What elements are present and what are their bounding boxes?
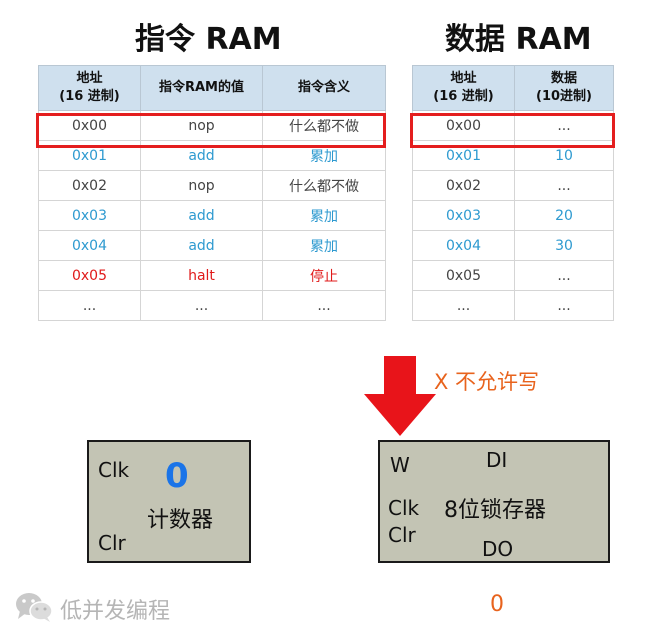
instr-meaning: 什么都不做 <box>262 110 386 141</box>
instr-address: 0x04 <box>38 230 141 261</box>
instr-meaning: 累加 <box>262 230 386 261</box>
data-address: 0x04 <box>412 230 515 261</box>
instr-meaning: 什么都不做 <box>262 170 386 201</box>
instr-address: 0x05 <box>38 260 141 291</box>
instr-header-address: 地址 (16 进制) <box>38 65 141 111</box>
instr-address: 0x02 <box>38 170 141 201</box>
no-write-note: X 不允许写 <box>434 370 540 394</box>
instr-meaning: 停止 <box>262 260 386 291</box>
instr-value: halt <box>140 260 263 291</box>
instr-address: 0x00 <box>38 110 141 141</box>
table-row: 0x04 add 累加 <box>38 230 386 261</box>
table-row: ... ... ... <box>38 290 386 321</box>
instr-meaning: ... <box>262 290 386 321</box>
table-row: 0x01 add 累加 <box>38 140 386 171</box>
data-value: ... <box>514 110 614 141</box>
data-value: ... <box>514 170 614 201</box>
data-header-address: 地址 (16 进制) <box>412 65 515 111</box>
table-row: 0x03 add 累加 <box>38 200 386 231</box>
table-row: 0x03 20 <box>412 200 614 231</box>
data-address: 0x03 <box>412 200 515 231</box>
counter-name: 计数器 <box>147 508 214 533</box>
data-value: 30 <box>514 230 614 261</box>
instr-value: ... <box>140 290 263 321</box>
table-row: 0x00 ... <box>412 110 614 141</box>
latch-name: 8位锁存器 <box>444 498 546 523</box>
table-row: 0x02 nop 什么都不做 <box>38 170 386 201</box>
instr-ram-header-row: 地址 (16 进制) 指令RAM的值 指令含义 <box>38 65 386 111</box>
instr-address: 0x01 <box>38 140 141 171</box>
data-address: ... <box>412 290 515 321</box>
data-address: 0x02 <box>412 170 515 201</box>
latch-box: W DI Clk 8位锁存器 Clr DO <box>378 440 610 563</box>
wechat-icon <box>16 593 53 622</box>
data-ram-table: 地址 (16 进制) 数据 (10进制) 0x00 ... 0x01 10 0x… <box>412 65 614 321</box>
data-value: 10 <box>514 140 614 171</box>
data-address: 0x01 <box>412 140 515 171</box>
instr-meaning: 累加 <box>262 140 386 171</box>
table-row: 0x05 ... <box>412 260 614 291</box>
instr-address: 0x03 <box>38 200 141 231</box>
data-value: ... <box>514 260 614 291</box>
counter-clk-label: Clk <box>98 458 130 482</box>
data-ram-title: 数据 RAM <box>445 22 592 57</box>
down-arrow-icon <box>364 356 436 436</box>
instr-header-meaning: 指令含义 <box>262 65 386 111</box>
latch-di-label: DI <box>486 448 508 472</box>
data-ram-header-row: 地址 (16 进制) 数据 (10进制) <box>412 65 614 111</box>
table-row: 0x01 10 <box>412 140 614 171</box>
counter-box: Clk 0 计数器 Clr <box>87 440 251 563</box>
instr-value: nop <box>140 110 263 141</box>
latch-do-label: DO <box>482 537 514 561</box>
instr-address: ... <box>38 290 141 321</box>
data-value: ... <box>514 290 614 321</box>
instr-meaning: 累加 <box>262 200 386 231</box>
table-row: 0x00 nop 什么都不做 <box>38 110 386 141</box>
instr-value: nop <box>140 170 263 201</box>
instr-header-value: 指令RAM的值 <box>140 65 263 111</box>
instr-ram-title: 指令 RAM <box>135 22 282 57</box>
latch-clk-label: Clk <box>388 496 420 520</box>
instr-value: add <box>140 200 263 231</box>
table-row: ... ... <box>412 290 614 321</box>
data-address: 0x00 <box>412 110 515 141</box>
counter-clr-label: Clr <box>98 531 126 555</box>
table-row: 0x02 ... <box>412 170 614 201</box>
instr-ram-table: 地址 (16 进制) 指令RAM的值 指令含义 0x00 nop 什么都不做 0… <box>38 65 386 321</box>
instr-value: add <box>140 140 263 171</box>
data-header-value: 数据 (10进制) <box>514 65 614 111</box>
data-address: 0x05 <box>412 260 515 291</box>
instr-value: add <box>140 230 263 261</box>
latch-w-label: W <box>390 453 410 477</box>
table-row: 0x04 30 <box>412 230 614 261</box>
latch-output-value: 0 <box>490 592 504 617</box>
counter-value: 0 <box>165 456 189 496</box>
watermark-text: 低并发编程 <box>60 599 171 624</box>
data-value: 20 <box>514 200 614 231</box>
latch-clr-label: Clr <box>388 523 416 547</box>
table-row: 0x05 halt 停止 <box>38 260 386 291</box>
